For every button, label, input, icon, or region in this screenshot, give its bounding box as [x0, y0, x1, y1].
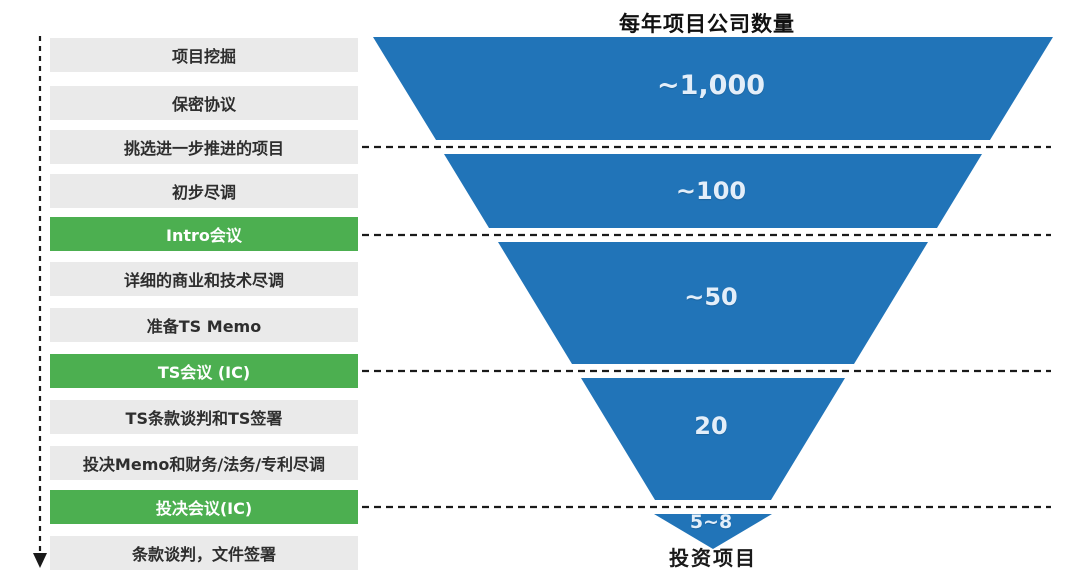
funnel-outcome-label: 投资项目	[669, 546, 757, 570]
process-step-label: 挑选进一步推进的项目	[123, 139, 284, 158]
process-step-label: 保密协议	[171, 95, 236, 114]
process-step-11-milestone: 投决会议(IC)	[50, 490, 358, 524]
funnel-stage-value-3: ~50	[684, 283, 738, 311]
process-step-3: 挑选进一步推进的项目	[50, 130, 358, 164]
funnel-stage-shape-4	[581, 378, 845, 500]
process-step-1: 项目挖掘	[50, 38, 358, 72]
funnel-stage-shape-1	[373, 37, 1053, 140]
process-step-12: 条款谈判，文件签署	[50, 536, 358, 570]
process-step-2: 保密协议	[50, 86, 358, 120]
funnel-stage-value-1: ~1,000	[656, 70, 766, 101]
funnel-stage-value-4: 20	[694, 412, 728, 440]
process-step-5-milestone: Intro会议	[50, 217, 358, 251]
funnel-stage-value-5: 5~8	[689, 511, 733, 533]
process-step-label: TS条款谈判和TS签署	[125, 409, 283, 428]
process-step-10: 投决Memo和财务/法务/专利尽调	[50, 446, 358, 480]
funnel-stage-shape-5	[654, 514, 772, 549]
process-step-label: 投决会议(IC)	[155, 499, 253, 518]
funnel-stage-value-2: ~100	[675, 177, 747, 205]
process-step-9: TS条款谈判和TS签署	[50, 400, 358, 434]
process-step-6: 详细的商业和技术尽调	[50, 262, 358, 296]
process-step-label: Intro会议	[166, 226, 242, 245]
process-step-7: 准备TS Memo	[50, 308, 358, 342]
process-step-label: TS会议 (IC)	[157, 363, 251, 382]
process-step-label: 条款谈判，文件签署	[131, 545, 276, 564]
funnel-stage-shape-2	[444, 154, 982, 228]
process-step-4: 初步尽调	[50, 174, 358, 208]
process-step-label: 项目挖掘	[171, 47, 236, 66]
process-step-label: 详细的商业和技术尽调	[123, 271, 284, 290]
process-step-label: 投决Memo和财务/法务/专利尽调	[82, 455, 326, 474]
arrow-down-icon	[33, 553, 47, 568]
process-step-8-milestone: TS会议 (IC)	[50, 354, 358, 388]
funnel-stage-shape-3	[498, 242, 928, 364]
chart-title: 每年项目公司数量	[619, 12, 795, 36]
process-step-label: 准备TS Memo	[146, 317, 262, 336]
process-step-label: 初步尽调	[171, 183, 236, 202]
